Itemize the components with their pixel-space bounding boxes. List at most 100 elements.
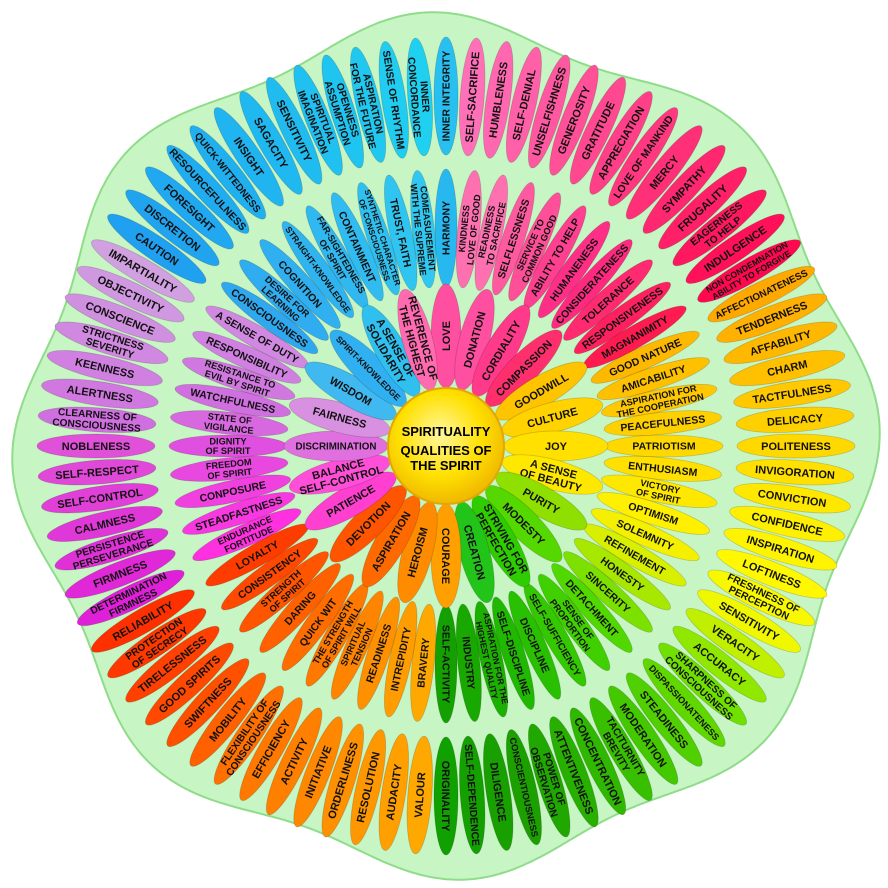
- outer-ring-petal: CONVICTION: [733, 483, 851, 514]
- middle-ring-petal-shape: [410, 603, 437, 722]
- middle-ring-petal-shape: [596, 491, 710, 535]
- middle-ring-petal: PATRIOTISM: [604, 434, 724, 458]
- outer-ring-petal-shape: [144, 642, 234, 726]
- middle-ring-petal-label: OF SPIRIT: [206, 446, 251, 456]
- outer-ring-petal-shape: [642, 658, 726, 748]
- outer-ring-petal-shape: [589, 91, 653, 195]
- outer-ring-petal-shape: [76, 265, 185, 323]
- outer-ring-petal-shape: [549, 64, 599, 176]
- outer-ring-petal-shape: [735, 406, 855, 433]
- outer-ring-petal-label: INNER INTEGRITY: [442, 51, 453, 142]
- outer-ring-petal-shape: [91, 589, 195, 653]
- inner-ring-petal: JOY: [503, 430, 609, 462]
- outer-ring-petal-label: NOBLENESS: [62, 441, 130, 453]
- middle-ring-petal-label: OF SPIRIT: [207, 467, 253, 482]
- middle-ring-petal-label: INDUSTRY: [459, 636, 477, 690]
- outer-ring-petal-shape: [54, 527, 169, 571]
- outer-ring-petal-shape: [505, 729, 542, 846]
- middle-ring-petal-shape: [551, 239, 633, 329]
- outer-ring-petal-shape: [293, 716, 343, 828]
- outer-ring-petal: DELICACY: [735, 406, 855, 433]
- outer-ring-petal-shape: [735, 459, 855, 486]
- middle-ring-petal-shape: [259, 563, 341, 653]
- middle-ring-petal-shape: [590, 508, 700, 562]
- middle-ring-petal-shape: [182, 491, 296, 535]
- outer-ring-petal-shape: [46, 505, 163, 542]
- outer-ring-petal-label: ORIGINALITY: [439, 761, 451, 833]
- outer-ring-petal: INNER INTEGRITY: [433, 36, 459, 156]
- outer-ring-petal: NOBLENESS: [36, 433, 156, 459]
- outer-ring-petal-shape: [239, 697, 303, 801]
- middle-ring-petal: BRAVERY: [410, 603, 437, 722]
- outer-ring-petal-shape: [527, 723, 571, 838]
- middle-ring-petal-shape: [170, 455, 289, 482]
- outer-ring-petal-shape: [378, 41, 409, 159]
- middle-ring-petal-shape: [491, 182, 535, 296]
- middle-ring-petal: LOYALTY: [205, 523, 309, 587]
- middle-ring-petal-shape: [603, 410, 722, 437]
- outer-ring-petal-shape: [37, 406, 157, 433]
- outer-ring-petal-shape: [733, 483, 851, 514]
- inner-ring-petal-label: COURAGE: [439, 528, 451, 584]
- outer-ring-petal-shape: [483, 41, 514, 159]
- middle-ring-petal-shape: [357, 182, 401, 296]
- outer-ring-petal-shape: [707, 569, 816, 627]
- outer-ring-petal: TACTFULNESS: [733, 378, 851, 409]
- outer-ring-petal-shape: [433, 36, 459, 156]
- outer-ring-petal-shape: [589, 697, 653, 801]
- outer-ring-petal-shape: [625, 672, 703, 767]
- outer-ring-petal: AUDACITY: [378, 733, 409, 851]
- middle-ring-petal-label: DIGNITY: [209, 436, 246, 446]
- outer-ring-petal-shape: [144, 166, 234, 250]
- outer-ring-petal-shape: [658, 642, 748, 726]
- outer-ring-petal-shape: [41, 483, 159, 514]
- inner-ring-petal: COURAGE: [430, 503, 462, 609]
- outer-ring-petal-shape: [505, 46, 542, 163]
- outer-ring-petal-label: POLITENESS: [761, 441, 831, 453]
- middle-ring-petal-shape: [551, 563, 633, 653]
- outer-ring-petal-shape: [729, 350, 846, 387]
- outer-ring-petal-shape: [76, 569, 185, 627]
- outer-ring-petal-shape: [697, 239, 801, 303]
- middle-ring-petal: WATCHFULNESS: [174, 383, 291, 418]
- middle-ring-petal-shape: [239, 551, 329, 633]
- outer-ring-petal-shape: [483, 733, 514, 851]
- outer-ring-petal-shape: [569, 76, 627, 185]
- outer-ring-petal-label: INVIGORATION: [755, 464, 836, 482]
- middle-ring-petal-label: BRAVERY: [415, 637, 432, 688]
- middle-ring-petal: INDUSTRY: [455, 603, 482, 722]
- outer-ring-petal-shape: [213, 685, 284, 785]
- outer-ring-petal-shape: [608, 685, 679, 785]
- outer-ring-petal: SELF-SACRIFICE: [459, 37, 486, 157]
- outer-ring-petal-shape: [321, 723, 365, 838]
- outer-ring-petal: DILIGENCE: [483, 733, 514, 851]
- outer-ring-petal-shape: [239, 91, 303, 195]
- outer-ring-petal: SENSE OF RHYTHM: [378, 41, 409, 159]
- outer-ring-petal-shape: [91, 239, 195, 303]
- outer-ring-petal-shape: [733, 378, 851, 409]
- inner-ring-petal: CREATION: [454, 501, 495, 604]
- middle-ring-petal-shape: [455, 603, 482, 722]
- middle-ring-petal-shape: [259, 239, 341, 329]
- outer-ring-petal-shape: [189, 672, 267, 767]
- center-line-2: QUALITIES OF: [401, 443, 492, 458]
- middle-ring-petal: SELF-ACTIVITY: [434, 604, 458, 724]
- outer-ring-petal-shape: [459, 735, 486, 855]
- inner-ring-petal-label: DISCRIMINATION: [296, 441, 377, 452]
- middle-ring-petal-shape: [174, 383, 291, 418]
- inner-ring-petal-label: LOVE: [441, 321, 453, 351]
- outer-ring-petal-shape: [189, 125, 267, 220]
- middle-ring-petal-shape: [174, 474, 291, 509]
- outer-ring-petal-shape: [658, 166, 748, 250]
- outer-ring-petal: CHARM: [729, 350, 846, 387]
- inner-ring-petal: LOVE: [430, 283, 462, 389]
- middle-ring-petal-shape: [573, 281, 671, 355]
- outer-ring-petal-shape: [64, 293, 176, 343]
- middle-ring-petal-shape: [170, 410, 289, 437]
- inner-ring-petal: CULTURE: [501, 397, 604, 438]
